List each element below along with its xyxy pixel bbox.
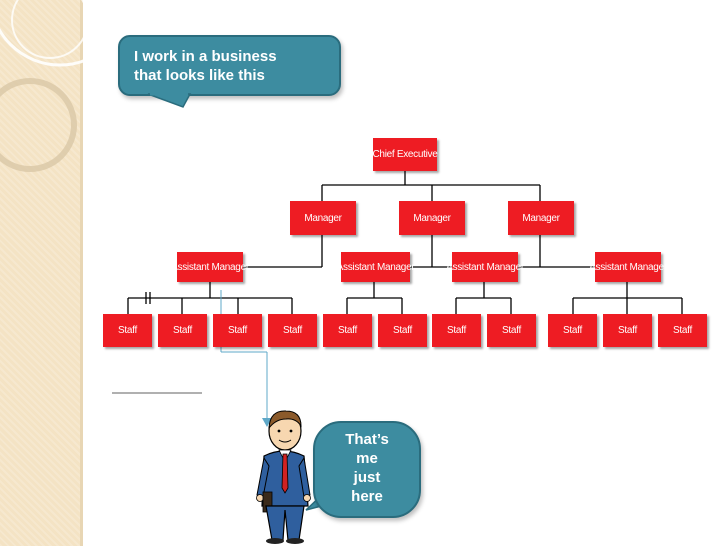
speech-bubble-top: I work in a business that looks like thi… bbox=[118, 35, 341, 96]
node-manager-1: Manager bbox=[290, 201, 356, 235]
speech-bottom-line-3: just bbox=[353, 469, 381, 486]
node-staff-1: Staff bbox=[103, 314, 152, 347]
node-staff-9: Staff bbox=[548, 314, 597, 347]
decorative-sidebar bbox=[0, 0, 80, 546]
node-staff-11: Staff bbox=[658, 314, 707, 347]
node-staff-6: Staff bbox=[378, 314, 427, 347]
node-staff-7: Staff bbox=[432, 314, 481, 347]
decorative-circles bbox=[0, 0, 130, 172]
speech-top-line-1: I work in a business bbox=[134, 48, 277, 65]
node-staff-3: Staff bbox=[213, 314, 262, 347]
node-chief-executive: Chief Executive bbox=[373, 138, 438, 171]
speech-bottom-line-1: That’s bbox=[345, 431, 389, 448]
node-manager-3: Manager bbox=[508, 201, 574, 235]
speech-bottom-line-4: here bbox=[351, 488, 383, 505]
node-staff-4: Staff bbox=[268, 314, 317, 347]
speech-bubble-bottom: That’s me just here bbox=[313, 421, 421, 518]
node-staff-8: Staff bbox=[487, 314, 536, 347]
speech-bottom-line-2: me bbox=[356, 450, 378, 467]
node-staff-10: Staff bbox=[603, 314, 652, 347]
speech-top-line-2: that looks like this bbox=[134, 67, 265, 84]
node-assistant-manager-4: Assistant Manager bbox=[589, 252, 667, 282]
node-assistant-manager-2: Assistant Manager bbox=[337, 252, 415, 282]
node-staff-2: Staff bbox=[158, 314, 207, 347]
node-manager-2: Manager bbox=[399, 201, 465, 235]
caption-line bbox=[112, 392, 202, 394]
node-assistant-manager-1: Assistant Manager bbox=[171, 252, 249, 282]
node-assistant-manager-3: Assistant Manager bbox=[446, 252, 524, 282]
sidebar-edge bbox=[80, 0, 83, 546]
node-staff-5: Staff bbox=[323, 314, 372, 347]
